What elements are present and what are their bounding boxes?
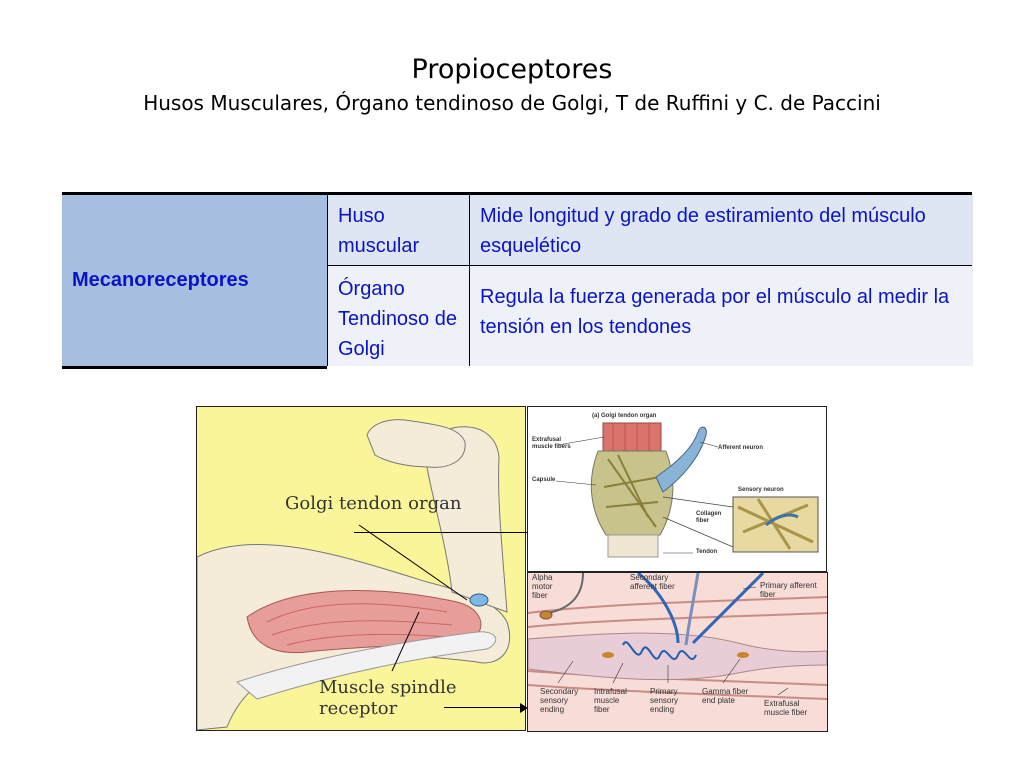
golgi-diagram-heading: (a) Golgi tendon organ: [592, 413, 657, 419]
sensory-neuron-label: Sensory neuron: [738, 487, 784, 493]
arrow-to-golgi-detail: [354, 532, 564, 533]
table-cell-row1-desc: Mide longitud y grado de estiramiento de…: [469, 195, 973, 265]
slide-title: Propioceptores: [411, 54, 613, 85]
slide-subtitle: Husos Musculares, Órgano tendinoso de Go…: [143, 91, 881, 115]
afferent-neuron-label: Afferent neuron: [718, 445, 763, 451]
table-header-label: Mecanoreceptores: [72, 269, 249, 291]
table-cell-row2-name: Órgano Tendinoso de Golgi: [327, 266, 469, 366]
extrafusal-fibers-label: Extrafusal muscle fibers: [532, 437, 571, 450]
row1-desc-text: Mide longitud y grado de estiramiento de…: [480, 205, 926, 257]
primary-sensory-ending-label: Primary sensory ending: [650, 687, 679, 714]
row2-desc-text: Regula la fuerza generada por el músculo…: [480, 286, 950, 338]
slide-title-block: Propioceptores Husos Musculares, Órgano …: [0, 52, 1024, 118]
golgi-tendon-organ-label: Golgi tendon organ: [285, 493, 462, 514]
row2-name-text: Órgano Tendinoso de Golgi: [338, 278, 457, 360]
arrow-to-spindle-detail: [444, 707, 522, 708]
golgi-diagram-drawing: [555, 422, 819, 558]
arrow-head-icon: [520, 703, 528, 713]
alpha-motor-fiber-label: Alpha motor fiber: [532, 573, 553, 600]
spindle-diagram-drawing: [528, 573, 827, 700]
collagen-fiber-label: Collagen fiber: [696, 511, 722, 524]
extrafusal-muscle-fiber-label: Extrafusal muscle fiber: [764, 699, 808, 717]
secondary-sensory-ending-label: Secondary sensory ending: [540, 687, 579, 714]
table-top-rule: [62, 192, 972, 195]
receptor-table: Mecanoreceptores Huso muscular Mide long…: [62, 192, 973, 369]
primary-afferent-fiber-label: Primary afferent fiber: [760, 581, 817, 599]
row1-name-text: Huso muscular: [338, 205, 420, 257]
arm-illustration: Golgi tendon organ Muscle spindle recept…: [196, 406, 526, 731]
table-cell-row1-name: Huso muscular: [327, 195, 469, 265]
muscle-spindle-diagram: Alpha motor fiber Secondary afferent fib…: [527, 572, 828, 732]
secondary-afferent-fiber-label: Secondary afferent fiber: [630, 573, 675, 591]
muscle-spindle-receptor-label: Muscle spindle receptor: [319, 677, 457, 719]
table-header-cell: Mecanoreceptores: [62, 195, 328, 366]
golgi-tendon-organ-diagram: (a) Golgi tendon organ Extrafusal muscle…: [527, 406, 827, 572]
intrafusal-muscle-fiber-label: Intrafusal muscle fiber: [594, 687, 627, 714]
arm-drawing: [197, 419, 511, 730]
tendon-label: Tendon: [696, 549, 718, 555]
table-cell-row2-desc: Regula la fuerza generada por el músculo…: [469, 266, 973, 366]
table-row-divider: [327, 265, 972, 266]
table-bottom-rule: [62, 366, 327, 369]
gamma-fiber-end-plate-label: Gamma fiber end plate: [702, 687, 749, 705]
capsule-label: Capsule: [532, 477, 556, 483]
